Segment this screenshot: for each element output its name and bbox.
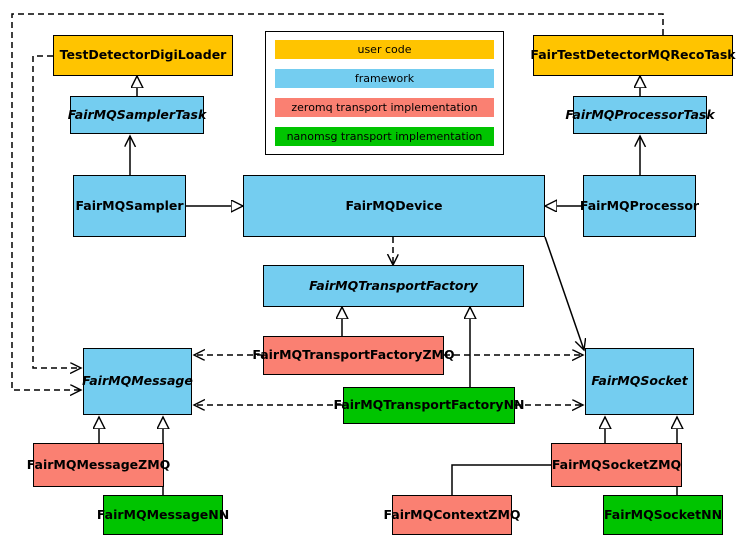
class-node-FairMQContextZMQ[interactable]: FairMQContextZMQ <box>383 495 521 535</box>
class-node-FairMQTransportFactory[interactable]: FairMQTransportFactory <box>263 265 524 307</box>
class-node-FairMQDevice[interactable]: FairMQDevice <box>243 175 545 237</box>
class-node-FairMQSocket[interactable]: FairMQSocket <box>585 348 694 415</box>
legend-item-nanomsg: nanomsg transport implementation <box>275 127 494 146</box>
class-node-FairMQProcessor[interactable]: FairMQProcessor <box>580 175 699 237</box>
class-node-FairMQMessageZMQ[interactable]: FairMQMessageZMQ <box>27 443 170 487</box>
class-node-FairMQSocketNN[interactable]: FairMQSocketNN <box>603 495 723 535</box>
class-node-FairMQMessage[interactable]: FairMQMessage <box>82 348 193 415</box>
class-node-TestDetectorDigiLoader[interactable]: TestDetectorDigiLoader <box>53 35 233 76</box>
legend-item-framework: framework <box>275 69 494 88</box>
legend-item-zeromq: zeromq transport implementation <box>275 98 494 117</box>
legend-item-user-code: user code <box>275 40 494 59</box>
edge-assoc-device-socket <box>544 236 584 350</box>
class-node-FairMQMessageNN[interactable]: FairMQMessageNN <box>97 495 229 535</box>
class-node-FairMQSampler[interactable]: FairMQSampler <box>73 175 186 237</box>
class-node-FairMQTransportFactoryNN[interactable]: FairMQTransportFactoryNN <box>334 387 525 424</box>
class-node-FairMQProcessorTask[interactable]: FairMQProcessorTask <box>565 96 715 134</box>
class-node-FairMQSocketZMQ[interactable]: FairMQSocketZMQ <box>551 443 682 487</box>
edge-composition-socketzmq-contextzmq <box>451 465 551 495</box>
edge-dep-recotask-message <box>11 13 664 390</box>
legend-panel: user code framework zeromq transport imp… <box>265 31 504 155</box>
class-node-FairMQSamplerTask[interactable]: FairMQSamplerTask <box>68 96 206 134</box>
class-node-FairTestDetectorMQRecoTask[interactable]: FairTestDetectorMQRecoTask <box>530 35 736 76</box>
class-node-FairMQTransportFactoryZMQ[interactable]: FairMQTransportFactoryZMQ <box>252 336 455 375</box>
edge-dep-digiloader-message <box>32 55 81 368</box>
